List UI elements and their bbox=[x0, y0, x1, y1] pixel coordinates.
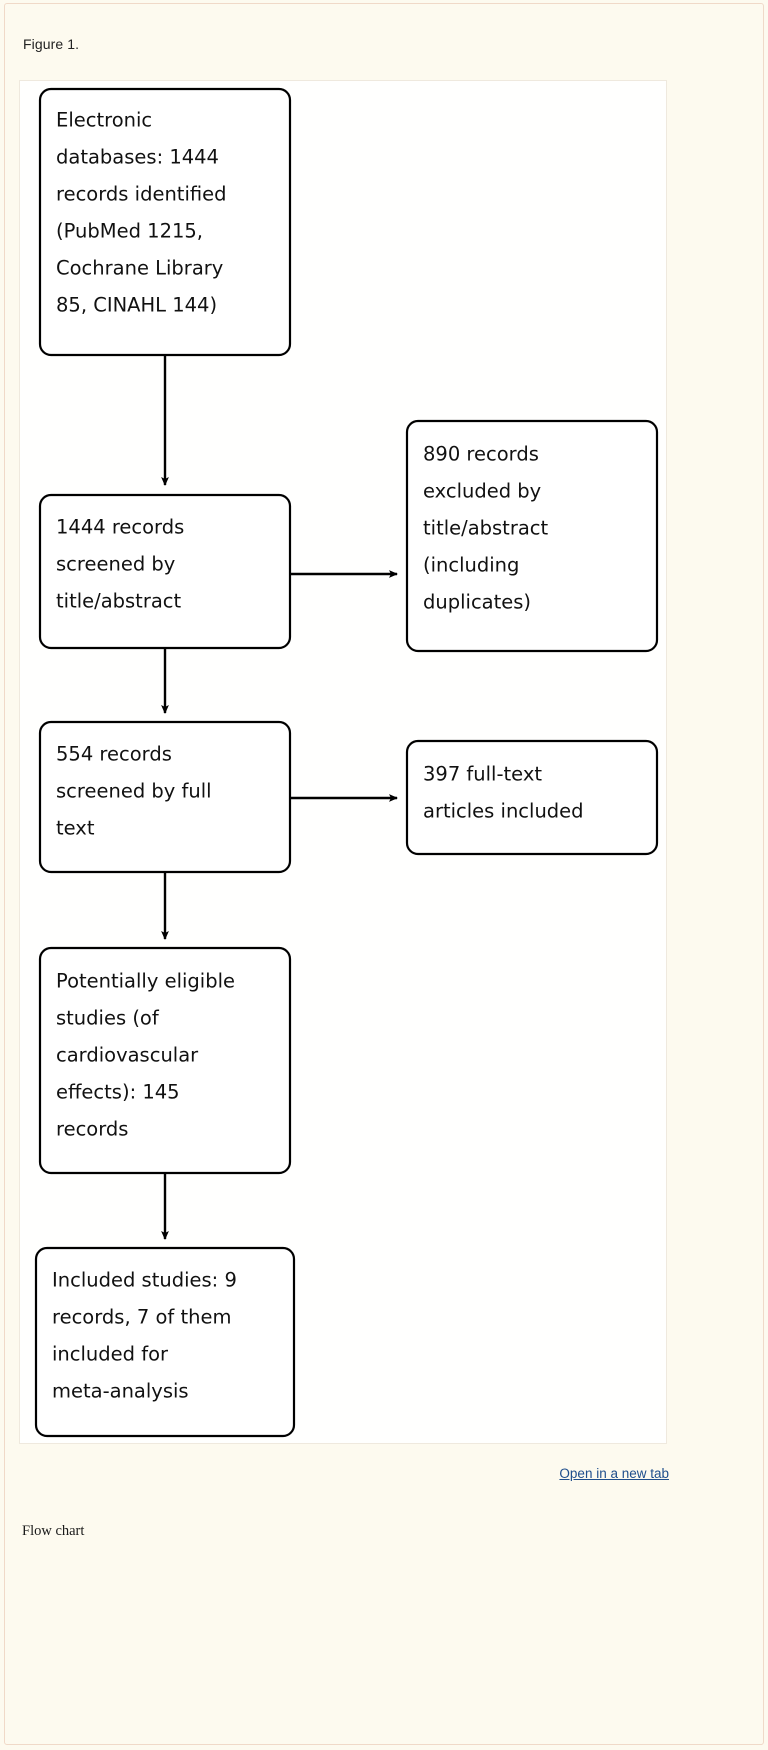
node-included-studies-box bbox=[34, 1246, 296, 1438]
node-full-text-line-3: text bbox=[56, 817, 95, 840]
node-full-text-included[interactable]: 397 full-text articles included bbox=[405, 739, 659, 856]
node-included-articles-line-2: articles included bbox=[423, 800, 584, 823]
node-excluded-title-abstract[interactable]: 890 records excluded by title/abstract (… bbox=[405, 419, 659, 653]
node-identified-line-5: Cochrane Library bbox=[56, 257, 223, 280]
node-identified-line-3: records identified bbox=[56, 183, 227, 206]
figure-label: Figure 1. bbox=[23, 36, 80, 52]
node-identified-line-1: Electronic bbox=[56, 109, 152, 132]
node-screened-title-abstract[interactable]: 1444 records screened by title/abstract bbox=[38, 493, 292, 650]
node-potentially-eligible[interactable]: Potentially eligible studies (of cardiov… bbox=[38, 946, 292, 1175]
open-in-new-tab-link[interactable]: Open in a new tab bbox=[559, 1466, 669, 1481]
flow-chart-svg: Electronic databases: 1444 records ident… bbox=[34, 87, 659, 1438]
node-identified[interactable]: Electronic databases: 1444 records ident… bbox=[38, 87, 292, 357]
node-eligible-line-5: records bbox=[56, 1118, 128, 1141]
node-excluded-line-4: (including bbox=[423, 554, 519, 577]
figure-caption: Flow chart bbox=[22, 1523, 85, 1539]
node-screened-title-abstract-line-2: screened by bbox=[56, 553, 175, 576]
node-full-text-line-1: 554 records bbox=[56, 743, 172, 766]
node-included-studies[interactable]: Included studies: 9 records, 7 of them i… bbox=[34, 1246, 296, 1438]
node-excluded-line-2: excluded by bbox=[423, 480, 541, 503]
flow-chart-canvas[interactable]: Electronic databases: 1444 records ident… bbox=[19, 80, 667, 1444]
node-full-text-line-2: screened by full bbox=[56, 780, 212, 803]
node-eligible-line-2: studies (of bbox=[56, 1007, 160, 1030]
node-included-studies-line-3: included for bbox=[52, 1343, 169, 1366]
node-screened-title-abstract-line-1: 1444 records bbox=[56, 516, 184, 539]
node-included-studies-line-4: meta-analysis bbox=[52, 1380, 189, 1403]
node-excluded-line-5: duplicates) bbox=[423, 591, 531, 614]
node-included-articles-line-1: 397 full-text bbox=[423, 763, 542, 786]
figure-panel: Figure 1. Electronic databases: 1444 rec… bbox=[4, 3, 764, 1745]
node-excluded-line-1: 890 records bbox=[423, 443, 539, 466]
node-full-text-included-box bbox=[405, 739, 659, 856]
node-excluded-line-3: title/abstract bbox=[423, 517, 549, 540]
node-included-studies-line-2: records, 7 of them bbox=[52, 1306, 231, 1329]
node-identified-line-2: databases: 1444 bbox=[56, 146, 219, 169]
node-screened-full-text[interactable]: 554 records screened by full text bbox=[38, 720, 292, 874]
node-eligible-line-3: cardiovascular bbox=[56, 1044, 199, 1067]
node-excluded-title-abstract-box bbox=[405, 419, 659, 653]
node-eligible-line-1: Potentially eligible bbox=[56, 970, 235, 993]
node-identified-line-4: (PubMed 1215, bbox=[56, 220, 203, 243]
node-identified-line-6: 85, CINAHL 144) bbox=[56, 294, 217, 317]
node-screened-title-abstract-line-3: title/abstract bbox=[56, 590, 182, 613]
node-included-studies-line-1: Included studies: 9 bbox=[52, 1269, 237, 1292]
node-eligible-line-4: effects): 145 bbox=[56, 1081, 180, 1104]
